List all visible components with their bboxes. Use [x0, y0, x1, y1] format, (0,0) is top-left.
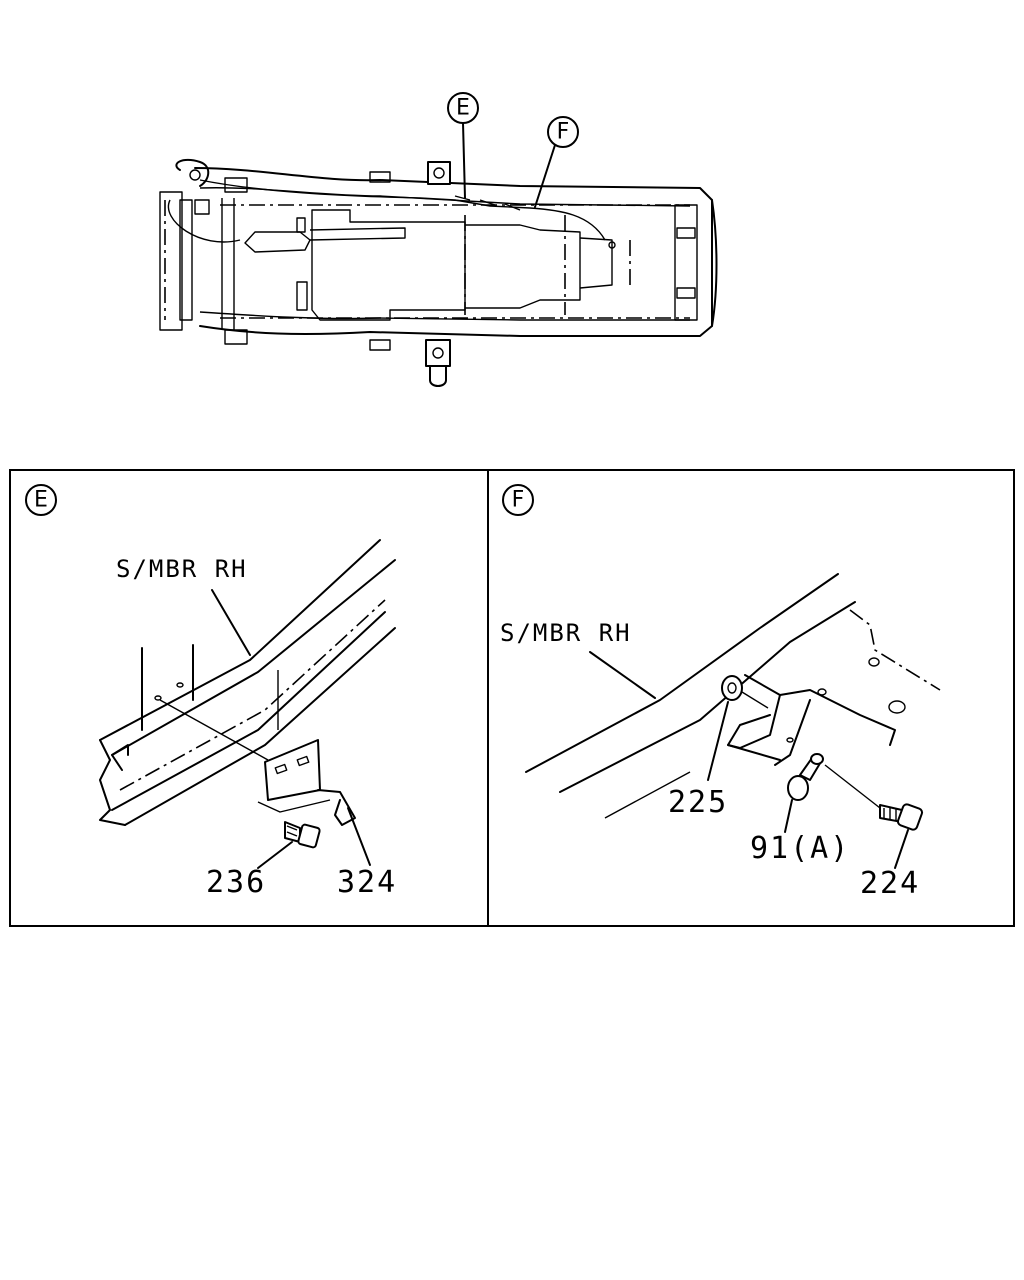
- clip-91a: [787, 753, 824, 801]
- panel-f-badge-label: F: [512, 488, 525, 513]
- bolt-236: [284, 821, 321, 849]
- panel-e-badge-label: E: [34, 488, 48, 513]
- callout-e-label: E: [456, 96, 470, 121]
- panel-f-member-label: S/MBR RH: [500, 619, 632, 647]
- part-label-224: 224: [860, 866, 920, 901]
- bolt-224: [879, 803, 924, 831]
- callout-f-label: F: [557, 120, 570, 145]
- panel-f-badge: [502, 484, 534, 516]
- bracket-324: [264, 739, 321, 801]
- panel-e-member-label: S/MBR RH: [116, 555, 248, 583]
- callout-e[interactable]: E: [447, 92, 479, 199]
- part-label-324: 324: [337, 865, 397, 900]
- callout-f[interactable]: F: [534, 116, 579, 208]
- part-label-225: 225: [668, 785, 728, 820]
- part-label-91a: 91(A): [750, 831, 850, 866]
- chassis-overview: [159, 158, 718, 387]
- panel-e-badge: [25, 484, 57, 516]
- nut-225: [721, 675, 743, 701]
- part-label-236: 236: [206, 865, 266, 900]
- detail-panel-f: F S/MBR RH: [487, 469, 1015, 927]
- detail-panel-e: E S/MBR RH 236 324: [9, 469, 489, 927]
